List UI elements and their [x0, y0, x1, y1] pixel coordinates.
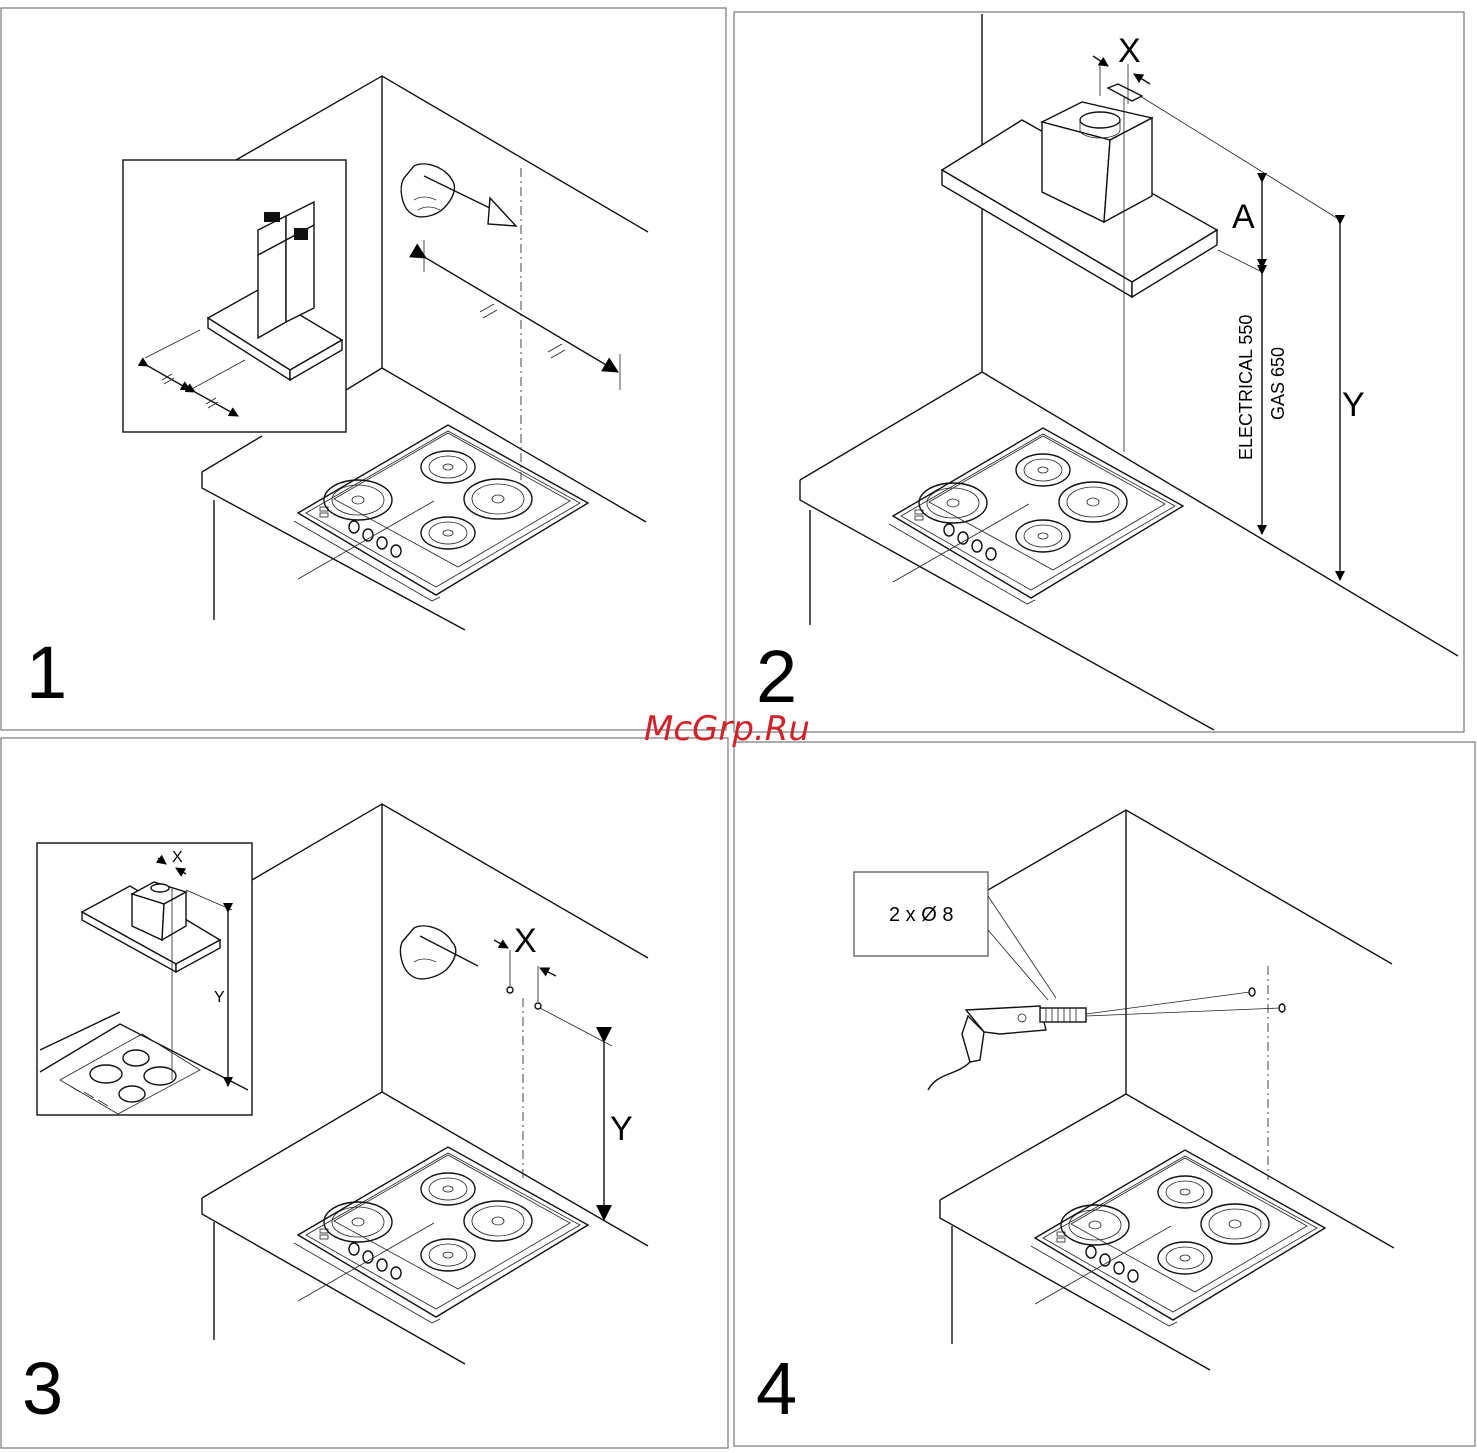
- step-1-inset: [123, 160, 346, 432]
- step-3-number: 3: [22, 1347, 63, 1430]
- step-4-number: 4: [756, 1347, 797, 1430]
- hand-pencil-icon: [400, 926, 478, 979]
- watermark: McGrp.Ru: [644, 709, 810, 749]
- y-label-inset: Y: [214, 989, 225, 1006]
- step-2-panel: X A ELECTRICAL 550 GAS 650 Y 2: [734, 12, 1464, 732]
- x-label-inset: X: [172, 849, 183, 866]
- step-3-inset: Y X: [37, 843, 252, 1115]
- a-label: A: [1232, 198, 1255, 236]
- gas-height-label: GAS 650: [1268, 347, 1288, 420]
- drill-icon: [928, 1006, 1086, 1090]
- hood-diagram: [942, 84, 1217, 297]
- y-label: Y: [1342, 386, 1365, 424]
- hand-pencil-icon: [401, 164, 516, 226]
- step-3-panel: X Y Y X 3: [1, 738, 728, 1448]
- x-label-3: X: [514, 922, 537, 960]
- step-2-number: 2: [756, 635, 797, 718]
- step-4-panel: 2 x Ø 8 4: [734, 742, 1475, 1446]
- step-1-number: 1: [26, 631, 67, 714]
- step-1-panel: 1: [1, 8, 726, 730]
- electrical-height-label: ELECTRICAL 550: [1236, 315, 1256, 460]
- x-label: X: [1118, 32, 1141, 70]
- y-label-3: Y: [610, 1110, 633, 1148]
- drill-spec-label: 2 x Ø 8: [889, 904, 953, 926]
